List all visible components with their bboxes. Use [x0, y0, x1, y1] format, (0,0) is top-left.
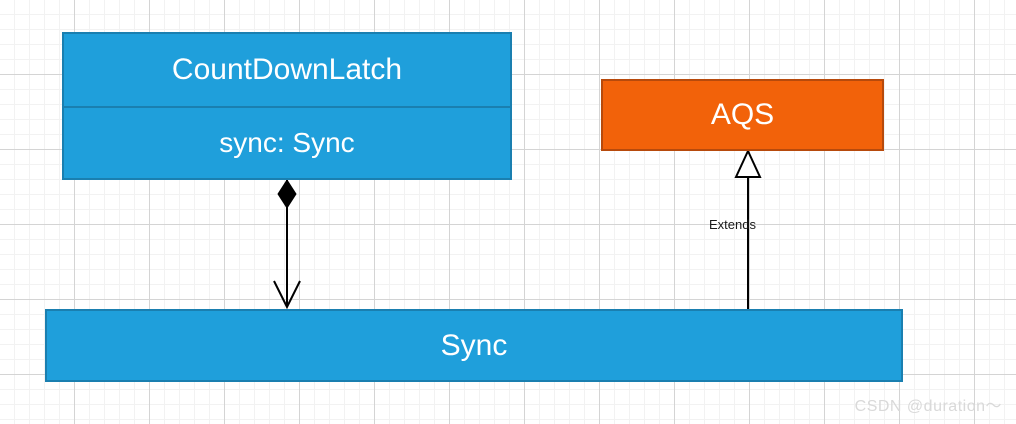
class-box-sync[interactable]: Sync [45, 309, 903, 382]
open-arrow-marker [273, 280, 301, 310]
class-name-countdownlatch: CountDownLatch [64, 34, 510, 108]
composition-edge[interactable] [273, 179, 301, 310]
edge-label-extends: Extends [709, 217, 756, 232]
hollow-triangle-marker [734, 148, 762, 178]
class-attribute-sync: sync: Sync [219, 127, 355, 158]
class-name-aqs: AQS [710, 98, 775, 131]
class-name-sync: Sync [440, 328, 508, 362]
class-box-aqs[interactable]: AQS [601, 79, 884, 151]
filled-diamond-marker [277, 179, 297, 209]
class-box-countdownlatch[interactable]: CountDownLatch sync: Sync [62, 32, 512, 180]
watermark-text: CSDN @duration～ [854, 398, 1002, 415]
